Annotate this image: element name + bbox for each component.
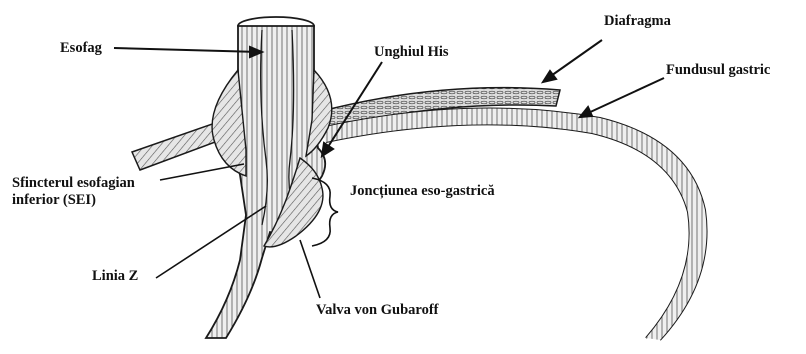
leader-lines — [114, 40, 664, 298]
label-fundusul-gastric: Fundusul gastric — [666, 62, 770, 79]
label-valva-von-gubaroff: Valva von Gubaroff — [316, 302, 438, 319]
label-esofag: Esofag — [60, 40, 102, 57]
label-sei-line2: inferior (SEI) — [12, 192, 96, 209]
label-diafragma: Diafragma — [604, 13, 671, 30]
label-unghiul-his: Unghiul His — [374, 44, 449, 61]
label-sei-line1: Sfincterul esofagian — [12, 175, 135, 192]
label-linia-z: Linia Z — [92, 268, 138, 285]
label-jonctiunea: Joncțiunea eso-gastrică — [350, 183, 495, 200]
